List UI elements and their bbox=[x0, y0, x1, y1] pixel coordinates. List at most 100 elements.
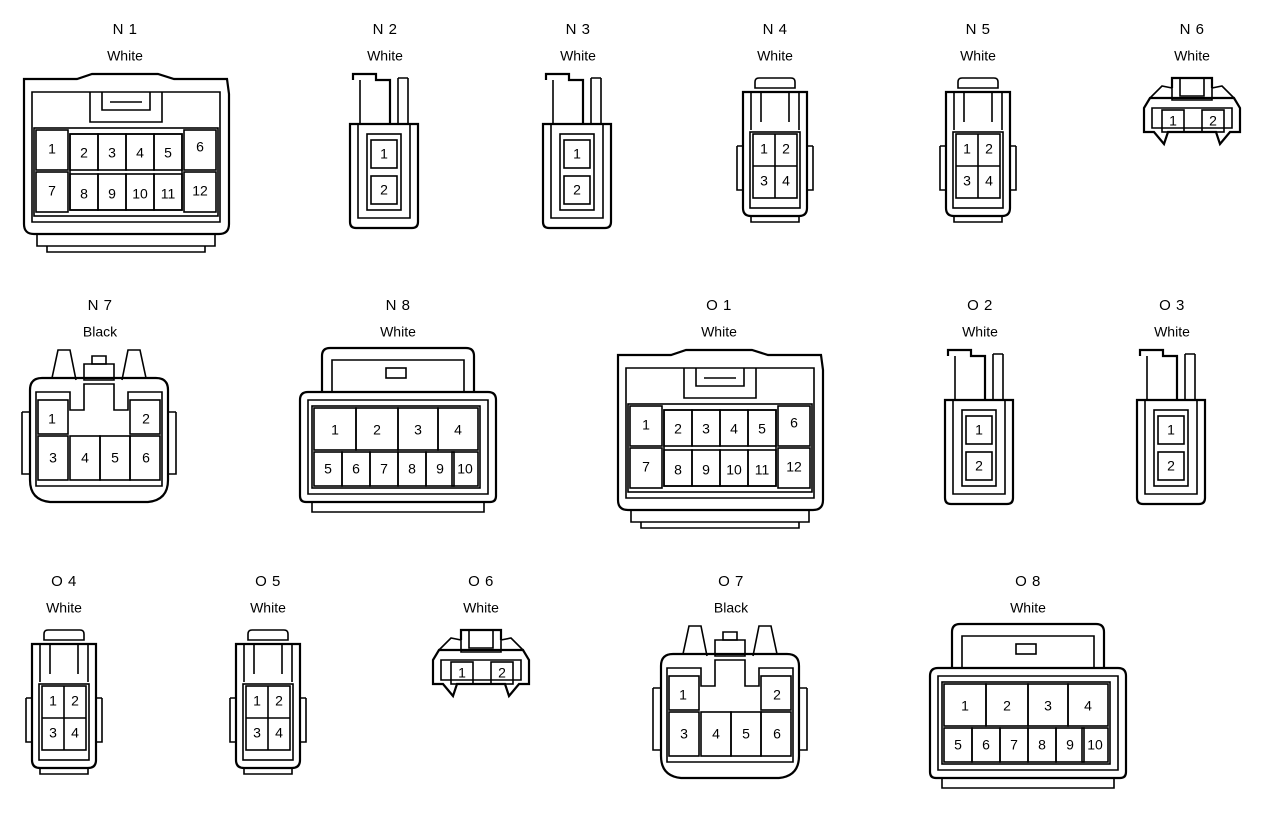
connector-id: O 7 bbox=[718, 573, 744, 590]
connector-o8-pin-2: 2 bbox=[1003, 698, 1011, 714]
connector-color: White bbox=[107, 48, 143, 64]
connector-body: 12 bbox=[348, 72, 420, 230]
connector-o8-pin-8: 8 bbox=[1038, 737, 1046, 753]
connector-o1-pin-12: 12 bbox=[786, 459, 802, 475]
connector-o4-pin-4: 4 bbox=[71, 725, 79, 741]
connector-o7-pin-1: 1 bbox=[679, 687, 687, 703]
connector-o2-pin-2: 2 bbox=[975, 458, 983, 474]
connector-n8-pin-4: 4 bbox=[454, 422, 462, 438]
connector-color: Black bbox=[714, 600, 749, 616]
connector-o1-pin-3: 3 bbox=[702, 421, 710, 437]
connector-o3-pin-1: 1 bbox=[1167, 422, 1175, 438]
connector-o5-pin-3: 3 bbox=[253, 725, 261, 741]
connector-n5-pin-2: 2 bbox=[985, 141, 993, 157]
connector-o8-pin-6: 6 bbox=[982, 737, 990, 753]
connector-id: O 8 bbox=[1015, 573, 1041, 590]
connector-o8-pin-5: 5 bbox=[954, 737, 962, 753]
connector-o8-pin-3: 3 bbox=[1044, 698, 1052, 714]
connector-o5-pin-1: 1 bbox=[253, 693, 261, 709]
connector-n1-pin-11: 11 bbox=[161, 186, 176, 202]
connector-n8-pin-9: 9 bbox=[436, 461, 444, 477]
connector-o7-pin-2: 2 bbox=[773, 687, 781, 703]
connector-color: White bbox=[701, 324, 737, 340]
connector-o3-pin-2: 2 bbox=[1167, 458, 1175, 474]
connector-o4-pin-3: 3 bbox=[49, 725, 57, 741]
connector-color: White bbox=[1010, 600, 1046, 616]
connector-n2-pin-1: 1 bbox=[380, 146, 388, 162]
connector-n1-pin-2: 2 bbox=[80, 145, 88, 161]
connector-n7-pin-3: 3 bbox=[49, 450, 57, 466]
connector-n7-pin-4: 4 bbox=[81, 450, 89, 466]
connector-n2-pin-2: 2 bbox=[380, 182, 388, 198]
connector-id: O 6 bbox=[468, 573, 494, 590]
connector-o1-pin-1: 1 bbox=[642, 417, 650, 433]
connector-id: N 8 bbox=[386, 297, 411, 314]
connector-o1-pin-9: 9 bbox=[702, 462, 710, 478]
connector-o8-pin-10: 10 bbox=[1087, 737, 1103, 753]
connector-n6-pin-1: 1 bbox=[1169, 113, 1177, 129]
connector-n8-pin-8: 8 bbox=[408, 461, 416, 477]
connector-n4-pin-3: 3 bbox=[760, 173, 768, 189]
connector-o6-pin-2: 2 bbox=[498, 665, 506, 681]
connector-o4-pin-2: 2 bbox=[71, 693, 79, 709]
connector-color: White bbox=[463, 600, 499, 616]
connector-n1-pin-8: 8 bbox=[80, 186, 88, 202]
connector-n4-pin-2: 2 bbox=[782, 141, 790, 157]
connector-o1-pin-7: 7 bbox=[642, 459, 650, 475]
connector-body: 12 bbox=[541, 72, 613, 230]
connector-id: N 2 bbox=[373, 21, 398, 38]
connector-color: White bbox=[1174, 48, 1210, 64]
connector-n4-pin-1: 1 bbox=[760, 141, 768, 157]
connector-n8-pin-7: 7 bbox=[380, 461, 388, 477]
connector-o2-pin-1: 1 bbox=[975, 422, 983, 438]
connector-n8-pin-2: 2 bbox=[373, 422, 381, 438]
connector-o6-pin-1: 1 bbox=[458, 665, 466, 681]
connector-n5-pin-4: 4 bbox=[985, 173, 993, 189]
connector-color: White bbox=[367, 48, 403, 64]
connector-n6-pin-2: 2 bbox=[1209, 113, 1217, 129]
connector-id: N 4 bbox=[763, 21, 788, 38]
connector-n1-pin-7: 7 bbox=[48, 183, 56, 199]
connector-n8-pin-6: 6 bbox=[352, 461, 360, 477]
connector-id: O 3 bbox=[1159, 297, 1185, 314]
connector-o2: O 2 White 1 2 bbox=[943, 297, 1015, 506]
connector-o1-pin-2: 2 bbox=[674, 421, 682, 437]
connector-n1-pin-1: 1 bbox=[48, 141, 56, 157]
connector-o4-pin-1: 1 bbox=[49, 693, 57, 709]
connector-color: White bbox=[960, 48, 996, 64]
connector-o1-pin-4: 4 bbox=[730, 421, 738, 437]
connector-n3-pin-1: 1 bbox=[573, 146, 581, 162]
connector-n7-pin-2: 2 bbox=[142, 411, 150, 427]
connector-n1-pin-10: 10 bbox=[132, 186, 148, 202]
connector-id: O 1 bbox=[706, 297, 732, 314]
connector-n1-pin-6: 6 bbox=[196, 139, 204, 155]
connector-n8-pin-1: 1 bbox=[331, 422, 339, 438]
connector-o1-pin-10: 10 bbox=[726, 462, 742, 478]
connector-color: White bbox=[962, 324, 998, 340]
connector-color: White bbox=[250, 600, 286, 616]
connector-o1-pin-5: 5 bbox=[758, 421, 766, 437]
connector-id: O 2 bbox=[967, 297, 993, 314]
connector-o7-pin-4: 4 bbox=[712, 726, 720, 742]
connector-o8-pin-1: 1 bbox=[961, 698, 969, 714]
connector-o7-pin-6: 6 bbox=[773, 726, 781, 742]
connector-n5-pin-1: 1 bbox=[963, 141, 971, 157]
connector-body: 12 bbox=[1135, 348, 1207, 506]
connector-n8-pin-10: 10 bbox=[457, 461, 473, 477]
